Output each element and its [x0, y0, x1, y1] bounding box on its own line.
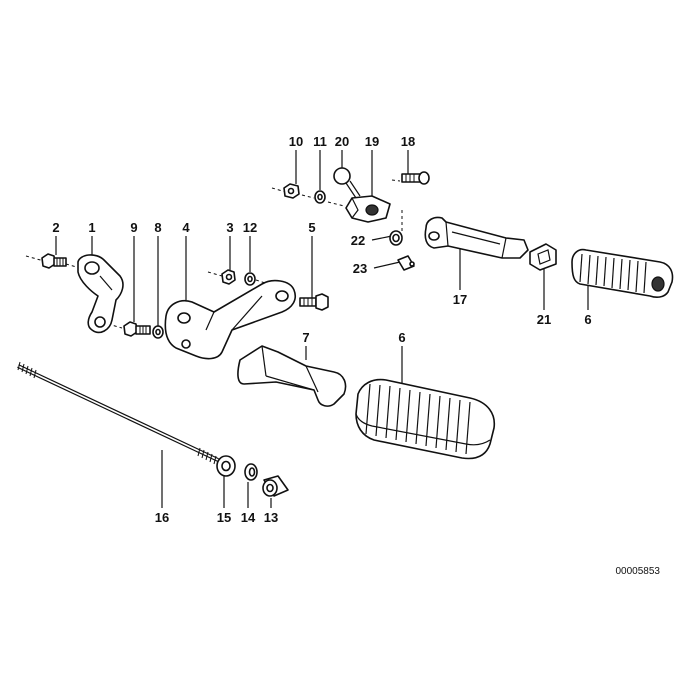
callout-8: 8: [154, 220, 161, 235]
part-3-hex-nut: [221, 269, 236, 285]
part-8-washer: [152, 325, 164, 339]
rubber-ribs-small: [579, 253, 647, 294]
part-13-bush: [262, 475, 289, 497]
callout-19: 19: [365, 134, 379, 149]
callout-3: 3: [226, 220, 233, 235]
part-10-nut: [283, 183, 300, 199]
rod-thread-right: [197, 447, 217, 465]
callout-7: 7: [302, 330, 309, 345]
part-19-holder: [345, 195, 391, 223]
part-9-hex-bolt: [123, 321, 151, 337]
callout-1: 1: [88, 220, 95, 235]
part-18-screw: [401, 171, 430, 185]
leader-lines: [55, 150, 589, 508]
callout-labels: 2 1 9 8 4 3 12 5 10 11 20 19 18 22 23 17…: [52, 134, 591, 525]
callout-16: 16: [155, 510, 169, 525]
callout-11: 11: [313, 134, 327, 149]
part-4-footrest-plate: [164, 279, 297, 360]
callout-13: 13: [264, 510, 278, 525]
part-15-bush: [216, 455, 236, 477]
callout-6-small: 6: [584, 312, 591, 327]
callout-14: 14: [241, 510, 256, 525]
part-6-footrest-rubber-large: [355, 378, 496, 460]
part-6-footrest-rubber-small: [571, 248, 674, 298]
part-5-bolt: [299, 293, 329, 311]
part-20-ball-pin: [333, 167, 361, 199]
part-22-ring: [389, 230, 403, 246]
part-16-threaded-rod: [17, 361, 219, 465]
rod-thread-left: [17, 361, 37, 379]
callout-21: 21: [537, 312, 551, 327]
part-2-hex-bolt: [41, 253, 67, 269]
part-1-bracket: [77, 254, 124, 334]
reference-code: 00005853: [616, 566, 661, 577]
part-23-spring-clip: [397, 255, 415, 271]
callout-10: 10: [289, 134, 303, 149]
callout-18: 18: [401, 134, 415, 149]
part-21-cap: [529, 243, 557, 271]
callout-4: 4: [182, 220, 190, 235]
callout-6-large: 6: [398, 330, 405, 345]
callout-23: 23: [353, 261, 367, 276]
callout-9: 9: [130, 220, 137, 235]
part-12-washer: [244, 272, 256, 286]
part-11-washer: [314, 190, 326, 204]
callout-20: 20: [335, 134, 349, 149]
callout-12: 12: [243, 220, 257, 235]
callout-17: 17: [453, 292, 467, 307]
part-7-footrest-lever: [237, 345, 347, 407]
callout-5: 5: [308, 220, 315, 235]
rubber-ribs-large: [365, 383, 471, 455]
part-17-footrest: [424, 216, 529, 259]
callout-22: 22: [351, 233, 365, 248]
callout-15: 15: [217, 510, 231, 525]
part-14-washer: [244, 463, 258, 481]
callout-2: 2: [52, 220, 59, 235]
